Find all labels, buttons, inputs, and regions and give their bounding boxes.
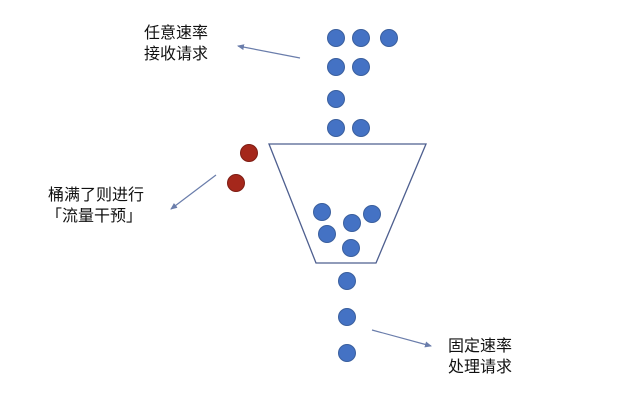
bucket-request-dot	[318, 225, 336, 243]
dropped-request-dot	[227, 174, 245, 192]
incoming-request-dot	[327, 90, 345, 108]
arrow-overflow-label	[170, 174, 217, 210]
output-label-line-1: 固定速率	[448, 336, 513, 355]
bucket-request-dot	[342, 239, 360, 257]
incoming-request-dot	[380, 29, 398, 47]
arrow-output-label	[371, 329, 432, 348]
input-label-line-1: 任意速率	[144, 23, 209, 42]
overflow-label-line-1: 桶满了则进行	[48, 185, 145, 204]
incoming-request-dot	[352, 58, 370, 76]
incoming-request-dot	[352, 29, 370, 47]
outgoing-request-dot	[338, 308, 356, 326]
input-label-line-2: 接收请求	[144, 44, 209, 63]
overflow-label-line-2: 「流量干预」	[46, 206, 143, 225]
dropped-request-dot	[240, 144, 258, 162]
output-label: 固定速率 处理请求	[448, 335, 512, 377]
arrow-input-label	[237, 44, 301, 59]
bucket-request-dot	[363, 205, 381, 223]
bucket	[268, 143, 427, 264]
outgoing-request-dot	[338, 272, 356, 290]
bucket-request-dot	[343, 214, 361, 232]
incoming-request-dot	[352, 119, 370, 137]
input-label: 任意速率 接收请求	[144, 22, 208, 64]
output-label-line-2: 处理请求	[448, 357, 513, 376]
incoming-request-dot	[327, 29, 345, 47]
bucket-request-dot	[313, 203, 331, 221]
incoming-request-dot	[327, 58, 345, 76]
outgoing-request-dot	[338, 344, 356, 362]
incoming-request-dot	[327, 119, 345, 137]
overflow-label: 桶满了则进行 「流量干预」	[46, 184, 145, 226]
